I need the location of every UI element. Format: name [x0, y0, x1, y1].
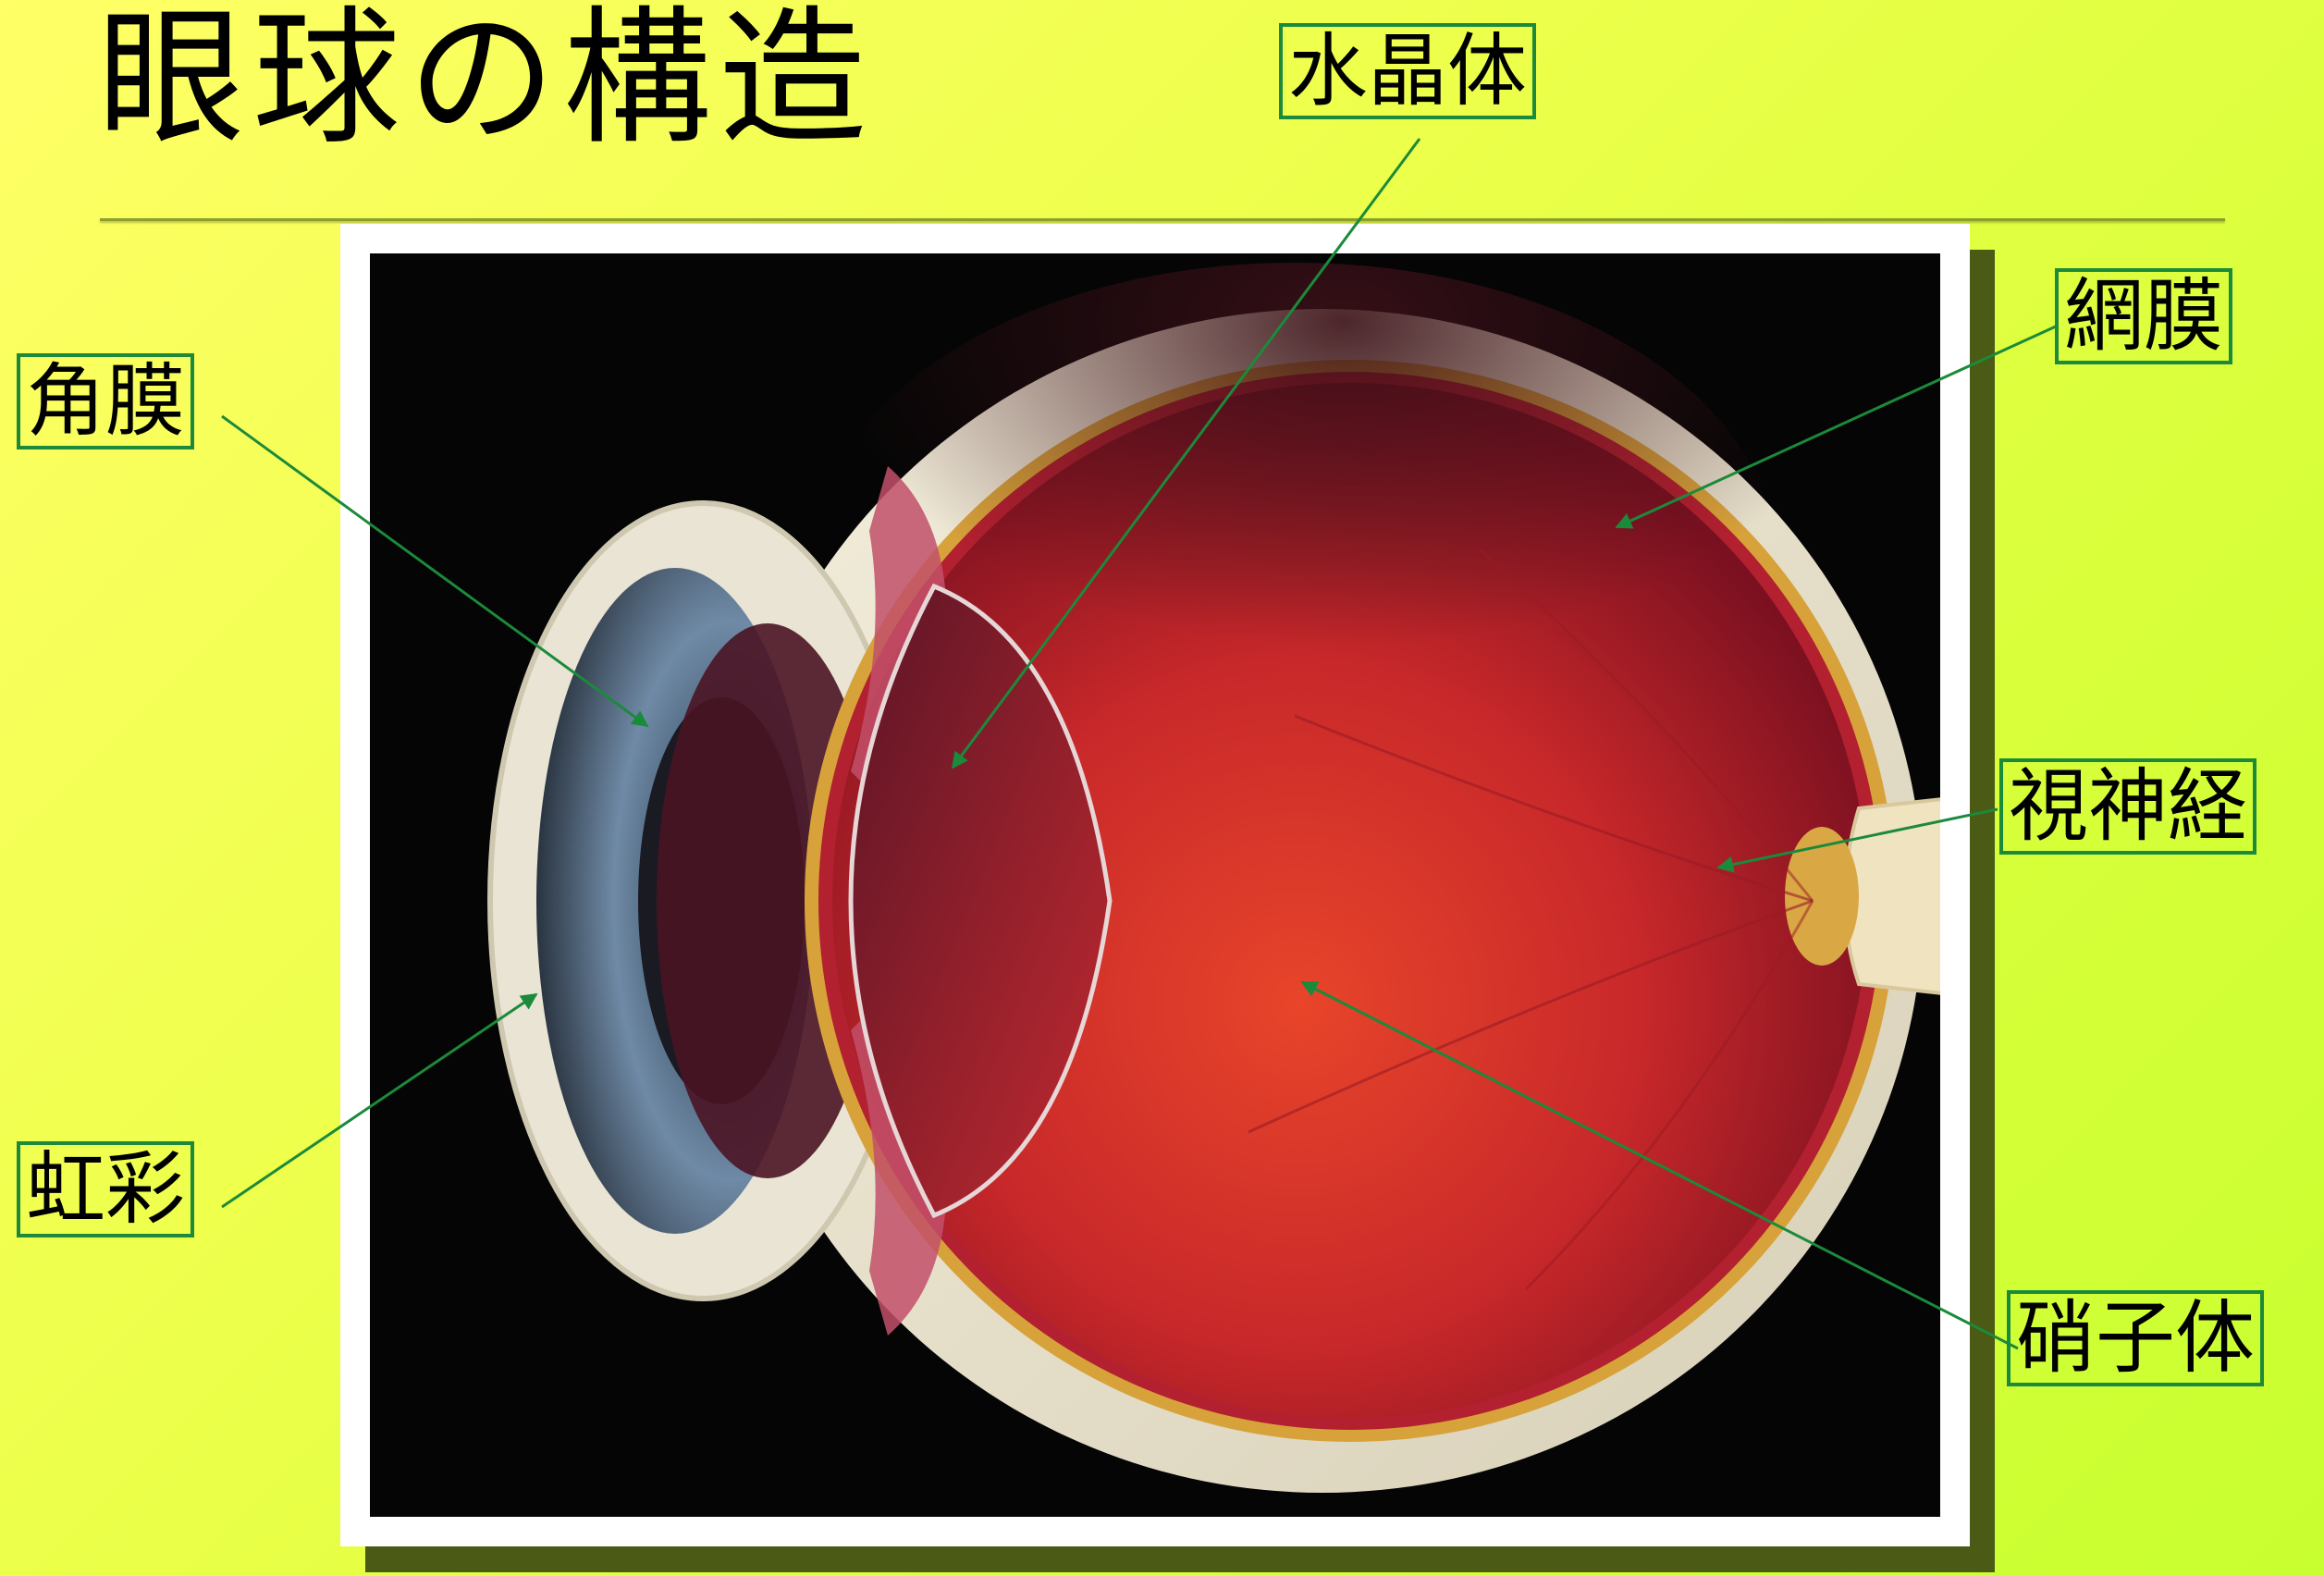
optic-nerve-shape — [1843, 797, 1940, 995]
label-retina: 網膜 — [2055, 268, 2232, 364]
label-vitreous: 硝子体 — [2007, 1290, 2264, 1386]
slide-title: 眼球の構造 — [97, 0, 875, 165]
eyeball-cross-section-image — [370, 253, 1940, 1517]
label-optic-nerve: 視神経 — [1999, 758, 2256, 855]
title-divider — [100, 218, 2225, 221]
label-cornea: 角膜 — [17, 353, 194, 449]
label-lens: 水晶体 — [1279, 23, 1536, 119]
label-iris: 虹彩 — [17, 1141, 194, 1237]
